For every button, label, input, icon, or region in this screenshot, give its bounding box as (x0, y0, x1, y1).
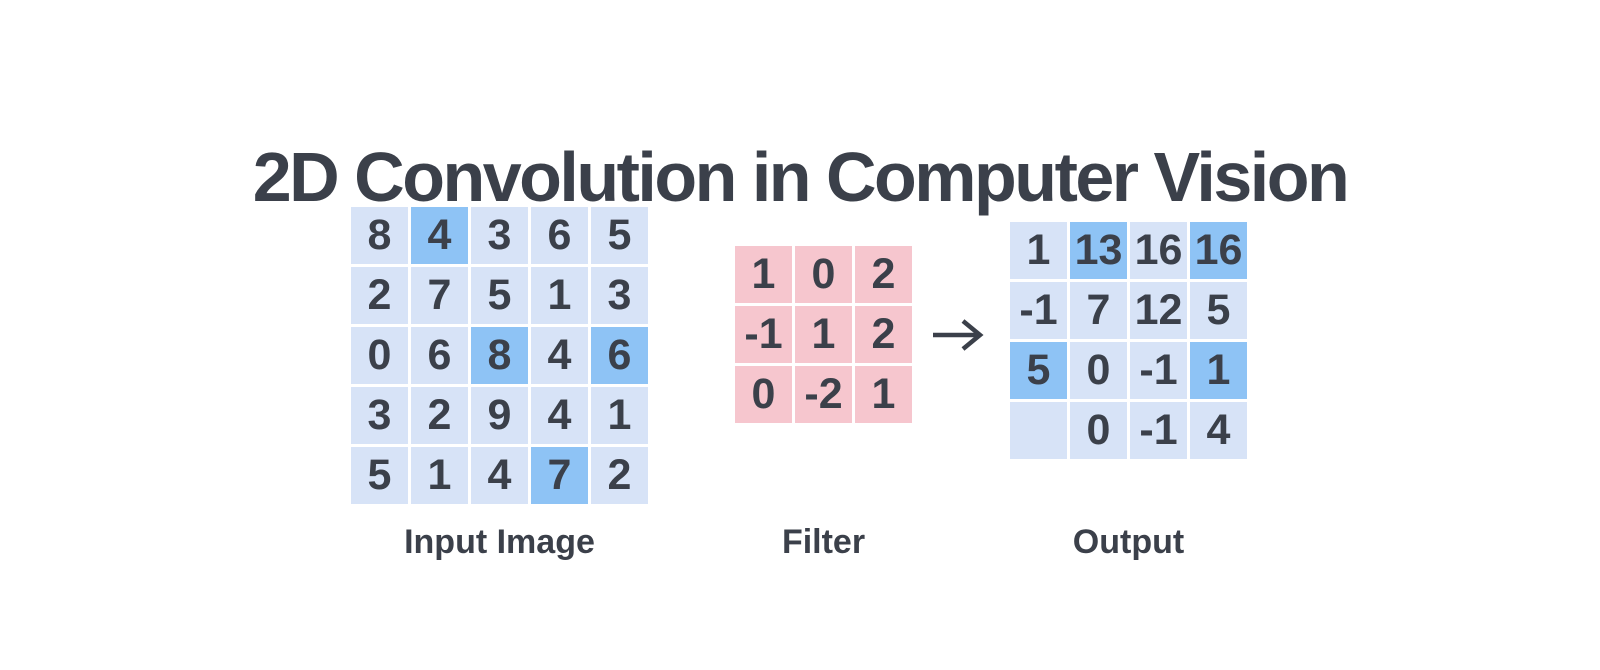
output-cell-r0c1: 13 (1070, 222, 1127, 279)
input-cell-r2c2: 8 (471, 327, 528, 384)
filter-label: Filter (781, 523, 866, 561)
input-cell-r3c2: 9 (471, 387, 528, 444)
input-cell-r0c1: 4 (411, 207, 468, 264)
input-cell-r3c1: 2 (411, 387, 468, 444)
filter-cell-r2c0: 0 (735, 366, 792, 423)
output-cell-r1c2: 12 (1130, 282, 1187, 339)
input-cell-r0c4: 5 (591, 207, 648, 264)
input-cell-r4c3: 7 (531, 447, 588, 504)
input-cell-r2c0: 0 (351, 327, 408, 384)
output-cell-r2c3: 1 (1190, 342, 1247, 399)
filter-cell-r1c1: 1 (795, 306, 852, 363)
output-cell-r1c3: 5 (1190, 282, 1247, 339)
output-cell-r0c2: 16 (1130, 222, 1187, 279)
filter-cell-r0c2: 2 (855, 246, 912, 303)
input-cell-r1c4: 3 (591, 267, 648, 324)
output-cell-r3c0 (1010, 402, 1067, 459)
filter-cell-r1c0: -1 (735, 306, 792, 363)
filter-cell-r0c1: 0 (795, 246, 852, 303)
input-cell-r2c3: 4 (531, 327, 588, 384)
input-cell-r1c2: 5 (471, 267, 528, 324)
filter-cell-r0c0: 1 (735, 246, 792, 303)
output-cell-r3c3: 4 (1190, 402, 1247, 459)
filter-cell-r1c2: 2 (855, 306, 912, 363)
input-cell-r3c4: 1 (591, 387, 648, 444)
output-label: Output (1072, 523, 1185, 561)
input-cell-r1c1: 7 (411, 267, 468, 324)
output-cell-r1c0: -1 (1010, 282, 1067, 339)
page-title: 2D Convolution in Computer Vision (252, 137, 1350, 216)
output-cell-r3c1: 0 (1070, 402, 1127, 459)
input-cell-r1c3: 1 (531, 267, 588, 324)
input-cell-r4c0: 5 (351, 447, 408, 504)
right-arrow-icon (930, 317, 986, 353)
input-cell-r0c3: 6 (531, 207, 588, 264)
input-cell-r2c4: 6 (591, 327, 648, 384)
output-cell-r2c2: -1 (1130, 342, 1187, 399)
output-cell-r0c0: 1 (1010, 222, 1067, 279)
input-cell-r1c0: 2 (351, 267, 408, 324)
input-cell-r4c4: 2 (591, 447, 648, 504)
filter-cell-r2c2: 1 (855, 366, 912, 423)
output-cell-r2c0: 5 (1010, 342, 1067, 399)
input-cell-r0c0: 8 (351, 207, 408, 264)
output-cell-r3c2: -1 (1130, 402, 1187, 459)
input-cell-r2c1: 6 (411, 327, 468, 384)
output-cell-r2c1: 0 (1070, 342, 1127, 399)
input-cell-r4c1: 1 (411, 447, 468, 504)
input-cell-r0c2: 3 (471, 207, 528, 264)
input-cell-r4c2: 4 (471, 447, 528, 504)
filter-cell-r2c1: -2 (795, 366, 852, 423)
input-image-label: Input Image (404, 523, 595, 561)
input-cell-r3c3: 4 (531, 387, 588, 444)
input-cell-r3c0: 3 (351, 387, 408, 444)
output-cell-r1c1: 7 (1070, 282, 1127, 339)
output-cell-r0c3: 16 (1190, 222, 1247, 279)
